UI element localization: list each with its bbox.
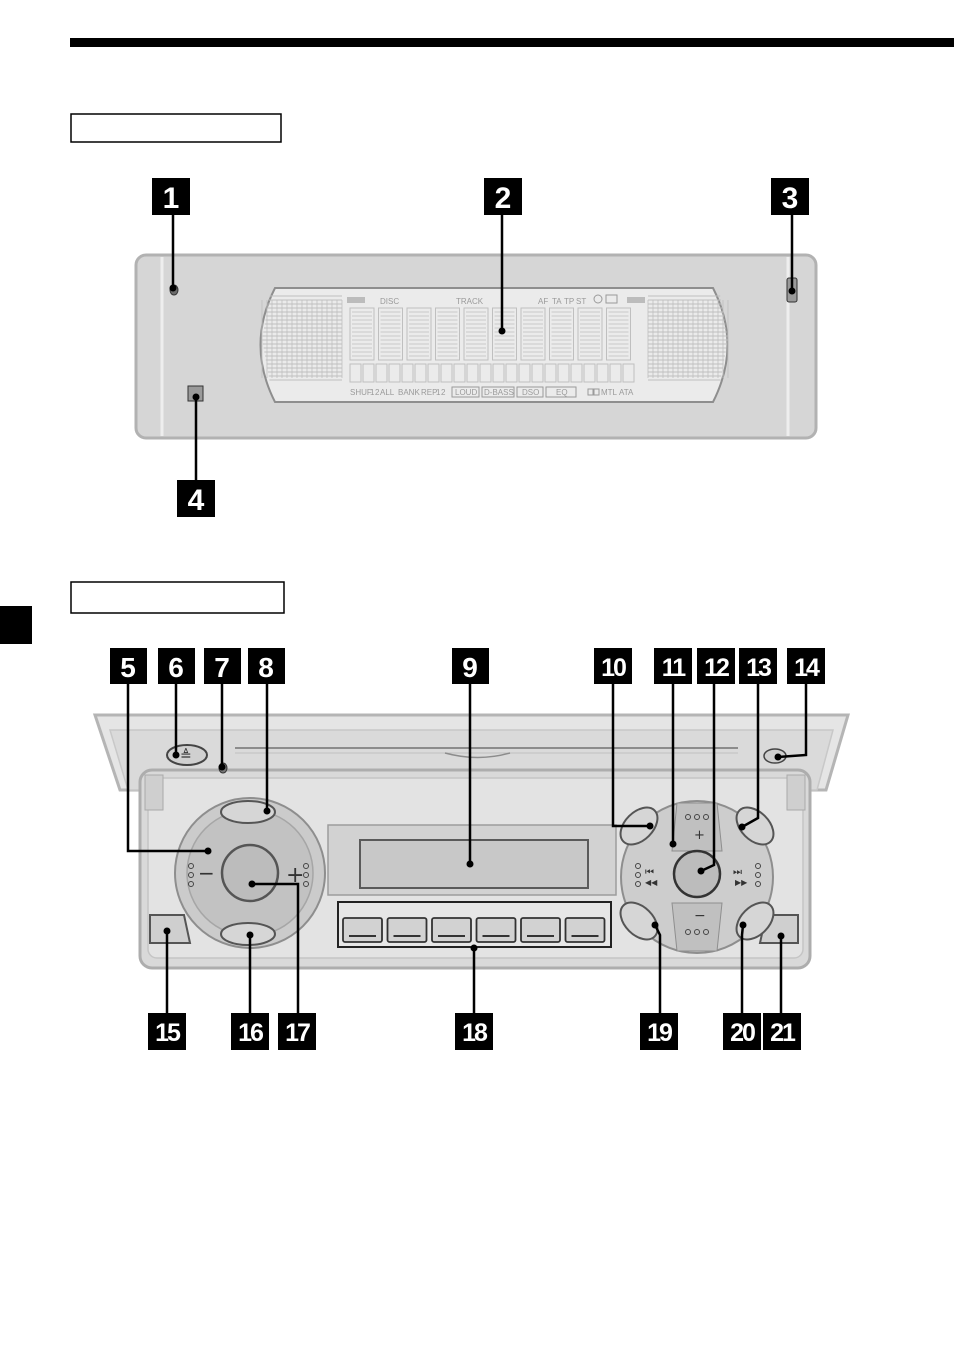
callout-1: 1 xyxy=(163,182,180,215)
upper-right-seek-button[interactable] xyxy=(730,801,781,852)
label-track: TRACK xyxy=(456,297,484,306)
label-af: AF xyxy=(538,297,548,306)
volume-minus-icon: − xyxy=(198,861,215,885)
display-window xyxy=(259,287,729,403)
callout-21: 21 xyxy=(770,1019,796,1047)
upper-oval-button[interactable] xyxy=(220,800,276,824)
label-tp: TP xyxy=(564,297,574,306)
callout-17: 17 xyxy=(285,1019,310,1047)
label-dbass: D-BASS xyxy=(484,388,514,397)
label-st: ST xyxy=(576,297,586,306)
rewind-icon: ◀◀ xyxy=(645,878,658,887)
callout-tags: 1 2 3 4 5 6 7 8 9 10 11 12 13 14 15 16 1… xyxy=(110,178,825,1050)
unit-display xyxy=(359,839,589,889)
next-track-icon: ⏭ xyxy=(733,867,742,878)
left-corner-button[interactable] xyxy=(149,914,192,944)
callout-8: 8 xyxy=(258,652,274,683)
callout-15: 15 xyxy=(155,1019,181,1047)
label-ta: TA xyxy=(552,297,562,306)
callout-3: 3 xyxy=(782,182,799,215)
callout-5: 5 xyxy=(120,652,136,683)
callout-2: 2 xyxy=(495,182,512,215)
label-shuf-2: 2 xyxy=(375,388,380,397)
label-loud: LOUD xyxy=(455,388,477,397)
label-shuf: SHUF xyxy=(350,388,372,397)
center-seek-knob[interactable] xyxy=(672,849,722,899)
label-disc: DISC xyxy=(380,297,399,306)
callout-18: 18 xyxy=(462,1019,488,1047)
label-all: ALL xyxy=(380,388,395,397)
lower-right-seek-button[interactable] xyxy=(730,896,781,947)
callout-6: 6 xyxy=(168,652,184,683)
fast-forward-icon: ▶▶ xyxy=(735,878,748,887)
preset-button-4[interactable] xyxy=(475,917,517,943)
callout-19: 19 xyxy=(647,1019,672,1047)
preset-button-5[interactable] xyxy=(520,917,561,943)
leader-lines xyxy=(126,212,808,1016)
band-bar-right-icon xyxy=(627,297,645,303)
callout-20: 20 xyxy=(730,1019,755,1047)
label-dso: DSO xyxy=(522,388,539,397)
preset-button-2[interactable] xyxy=(386,917,428,943)
seek-minus-icon: − xyxy=(694,908,706,924)
callout-14: 14 xyxy=(794,654,820,682)
preset-button-3[interactable] xyxy=(431,917,472,943)
callout-4: 4 xyxy=(188,484,205,517)
label-rep-1: 1 xyxy=(436,388,441,397)
header-rule xyxy=(70,38,954,47)
page-side-tab xyxy=(0,606,32,644)
band-bar-left-icon xyxy=(347,297,365,303)
label-rep-2: 2 xyxy=(441,388,446,397)
callout-10: 10 xyxy=(601,654,626,682)
main-unit-device: − + ≜ + − ⏮ ◀◀ ⏭ xyxy=(92,713,851,970)
volume-plus-icon: + xyxy=(286,863,304,888)
preset-button-6[interactable] xyxy=(564,917,606,943)
callout-13: 13 xyxy=(746,654,771,682)
prev-track-icon: ⏮ xyxy=(645,867,654,878)
lcd-segment-grid xyxy=(261,295,729,383)
eject-icon: ≜ xyxy=(180,748,192,764)
callout-7: 7 xyxy=(214,652,230,683)
label-bank: BANK xyxy=(398,388,420,397)
label-rep: REP xyxy=(421,388,437,397)
section-box-front-panel xyxy=(70,113,282,143)
label-eq: EQ xyxy=(556,388,568,397)
label-ata: ATA xyxy=(619,388,634,397)
select-knob[interactable] xyxy=(220,843,280,903)
callout-11: 11 xyxy=(662,654,687,682)
callout-16: 16 xyxy=(238,1019,263,1047)
front-panel-device: DISC TRACK AF TA TP ST SHUF 1 2 ALL BANK… xyxy=(134,253,818,440)
preset-buttons xyxy=(342,917,606,943)
lower-left-seek-button[interactable] xyxy=(614,896,665,947)
clock-icon xyxy=(593,294,603,304)
tape-icon xyxy=(605,294,618,304)
callout-12: 12 xyxy=(704,654,729,682)
preset-button-1[interactable] xyxy=(342,917,383,943)
section-box-main-unit xyxy=(70,581,285,614)
callout-9: 9 xyxy=(462,652,478,683)
seek-down-pad[interactable] xyxy=(671,902,723,952)
seek-plus-icon: + xyxy=(694,828,705,843)
label-shuf-1: 1 xyxy=(370,388,375,397)
display-labels: DISC TRACK AF TA TP ST SHUF 1 2 ALL BANK… xyxy=(347,294,645,398)
label-mtl: MTL xyxy=(601,388,618,397)
leader-endpoints xyxy=(163,284,796,952)
